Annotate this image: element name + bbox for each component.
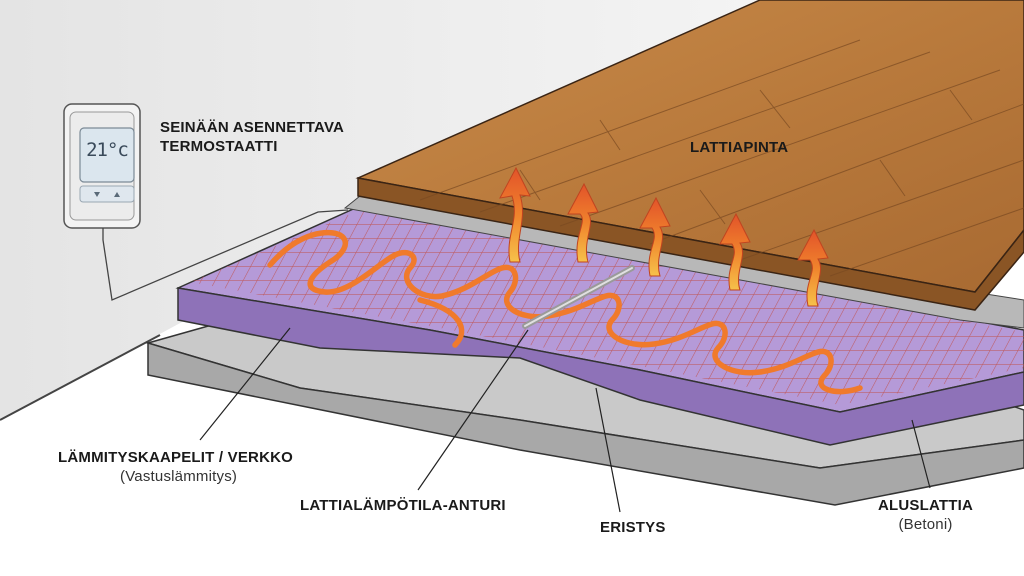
leader-insulation <box>595 387 621 513</box>
leader-heating-cables <box>199 327 291 441</box>
heating-mesh <box>190 210 1024 405</box>
thermostat-button-panel <box>79 185 135 203</box>
thermostat-screen <box>79 127 135 183</box>
floor-sensor-highlight <box>524 267 633 327</box>
wood-floor-edge <box>357 177 1024 311</box>
wall-thermostat <box>63 103 141 229</box>
heating-cables-label-line2: (Vastuslämmitys) <box>120 468 238 485</box>
leader-floor-sensor <box>417 329 529 491</box>
wood-grain <box>419 39 1024 277</box>
leader-lines <box>199 327 931 513</box>
floor-sensor-label: LATTIALÄMPÖTILA-ANTURI <box>300 497 506 514</box>
thermostat-label-line2: TERMOSTAATTI <box>160 138 278 155</box>
wall-floor-edge <box>0 334 161 421</box>
subfloor-label-line1: ALUSLATTIA <box>878 497 974 514</box>
heat-arrow-2 <box>567 182 599 263</box>
heat-arrow-5 <box>797 228 829 307</box>
heat-arrows <box>499 166 829 307</box>
heating-cables-label: LÄMMITYSKAAPELIT / VERKKO (Vastuslämmity… <box>58 448 293 486</box>
concrete-subfloor-front <box>147 341 1024 506</box>
subfloor-label: ALUSLATTIA (Betoni) <box>878 496 973 534</box>
cable-loop-extra <box>417 297 465 348</box>
insulation-label: ERISTYS <box>600 519 666 536</box>
down-arrow-icon <box>94 192 100 197</box>
insulation-front <box>177 287 1024 446</box>
heat-arrow-3 <box>639 196 671 277</box>
thermostat-wire <box>102 209 349 301</box>
up-arrow-icon <box>114 192 120 197</box>
subfloor-label-line2: (Betoni) <box>898 516 953 533</box>
floor-surface-label: LATTIAPINTA <box>690 139 789 156</box>
heat-arrow-4 <box>719 212 751 291</box>
thermostat-label-line1: SEINÄÄN ASENNETTAVA <box>160 119 345 136</box>
heating-cable <box>267 229 863 395</box>
thermostat-temperature: 21°c <box>86 139 129 161</box>
leader-subfloor <box>911 419 931 489</box>
heating-cables-label-line1: LÄMMITYSKAAPELIT / VERKKO <box>58 449 294 466</box>
thermostat-label: SEINÄÄN ASENNETTAVA TERMOSTAATTI <box>160 118 344 156</box>
heat-arrow-1 <box>499 166 531 263</box>
